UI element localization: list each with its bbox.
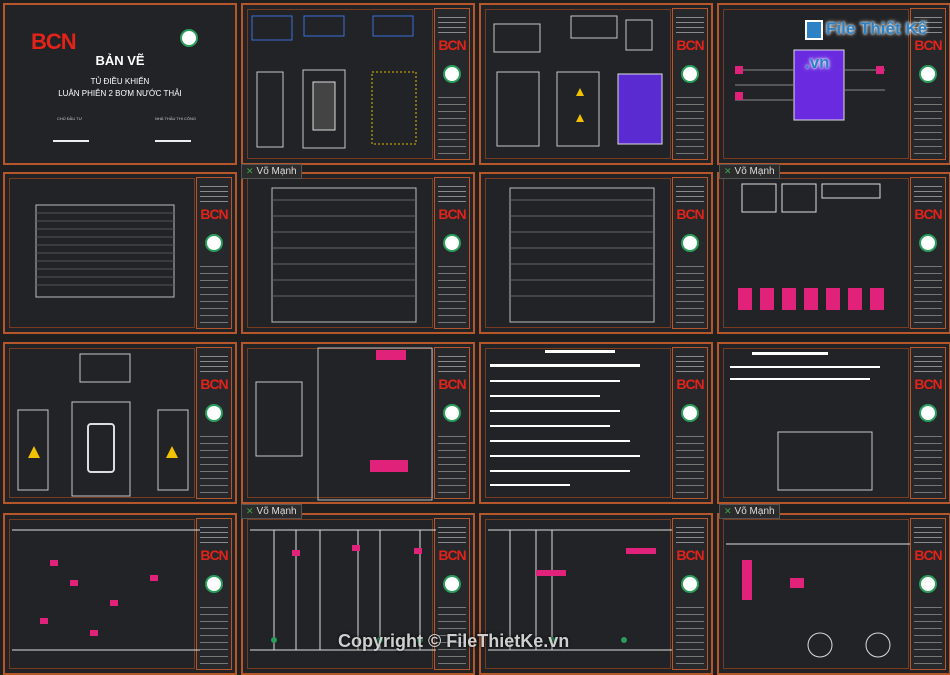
title-block: BCN (910, 8, 946, 160)
cover-brand-logo: BCN (31, 29, 77, 54)
sheet-enclosure-views[interactable]: BCN (241, 3, 475, 165)
sheet-symbol-legend-2[interactable]: BCN (479, 172, 713, 334)
file-icon (805, 19, 823, 40)
author-tag[interactable]: ✕Võ Mạnh (241, 504, 302, 519)
company-logo-icon (205, 404, 223, 422)
company-logo-icon (443, 65, 461, 83)
contractor-label: NHÀ THẦU THI CÔNG (155, 116, 196, 121)
title-block: BCN (672, 8, 708, 160)
title-block: BCN (672, 518, 708, 670)
cover-sheet[interactable]: BCN BẢN VẼ TỦ ĐIỀU KHIỂN LUÂN PHIÊN 2 BƠ… (3, 3, 237, 165)
sheet-enclosure-dimensions[interactable]: BCN (3, 342, 237, 504)
author-tag[interactable]: ✕Võ Mạnh (241, 164, 302, 179)
cover-subtitle-2: LUÂN PHIÊN 2 BƠM NƯỚC THẢI (58, 89, 182, 98)
contractor-logo-icon (180, 29, 198, 47)
title-block: BCN (910, 518, 946, 670)
owner-signature-line (53, 140, 89, 142)
company-logo-icon (205, 575, 223, 593)
contractor-signature-line (155, 140, 191, 142)
company-logo-icon (919, 404, 937, 422)
close-icon: ✕ (246, 506, 254, 516)
site-watermark: File Thiết Kế .vn (805, 19, 928, 72)
close-icon: ✕ (246, 166, 254, 176)
title-block: BCN (434, 518, 470, 670)
title-block: BCN (434, 347, 470, 499)
cover-subtitle-1: TỦ ĐIỀU KHIỂN (90, 77, 150, 86)
close-icon: ✕ (724, 166, 732, 176)
close-icon: ✕ (724, 506, 732, 516)
sheet-motor-circuit[interactable]: BCN (717, 513, 950, 675)
title-block: BCN (196, 347, 232, 499)
title-block: BCN (434, 8, 470, 160)
title-block: BCN (196, 518, 232, 670)
title-block: BCN (434, 177, 470, 329)
sheet-panel-layout[interactable]: BCN (479, 3, 713, 165)
title-block: BCN (196, 177, 232, 329)
title-block: BCN (672, 177, 708, 329)
cover-title: BẢN VẼ (95, 53, 145, 68)
title-block: BCN (910, 347, 946, 499)
company-logo-icon (919, 575, 937, 593)
owner-label: CHỦ ĐẦU TƯ (57, 116, 83, 121)
title-block: BCN (672, 347, 708, 499)
company-logo-icon (443, 234, 461, 252)
company-logo-icon (681, 575, 699, 593)
company-logo-icon (205, 234, 223, 252)
sheet-symbol-legend-1[interactable]: BCN (241, 172, 475, 334)
author-tag[interactable]: ✕Võ Mạnh (719, 504, 780, 519)
sheet-door-layout[interactable]: BCN (241, 342, 475, 504)
company-logo-icon (681, 234, 699, 252)
company-logo-icon (681, 65, 699, 83)
author-tag[interactable]: ✕Võ Mạnh (719, 164, 780, 179)
company-logo-icon (443, 404, 461, 422)
title-block: BCN (910, 177, 946, 329)
company-logo-icon (919, 65, 937, 83)
sheet-notes[interactable]: BCN (479, 342, 713, 504)
sheet-power-circuit[interactable]: BCN (3, 513, 237, 675)
company-logo-icon (919, 234, 937, 252)
company-logo-icon (443, 575, 461, 593)
sheet-control-circuit-2[interactable]: BCN (479, 513, 713, 675)
company-logo-icon (681, 404, 699, 422)
sheet-installation[interactable]: BCN (717, 342, 950, 504)
copyright-notice: Copyright © FileThietKe.vn (338, 631, 570, 651)
